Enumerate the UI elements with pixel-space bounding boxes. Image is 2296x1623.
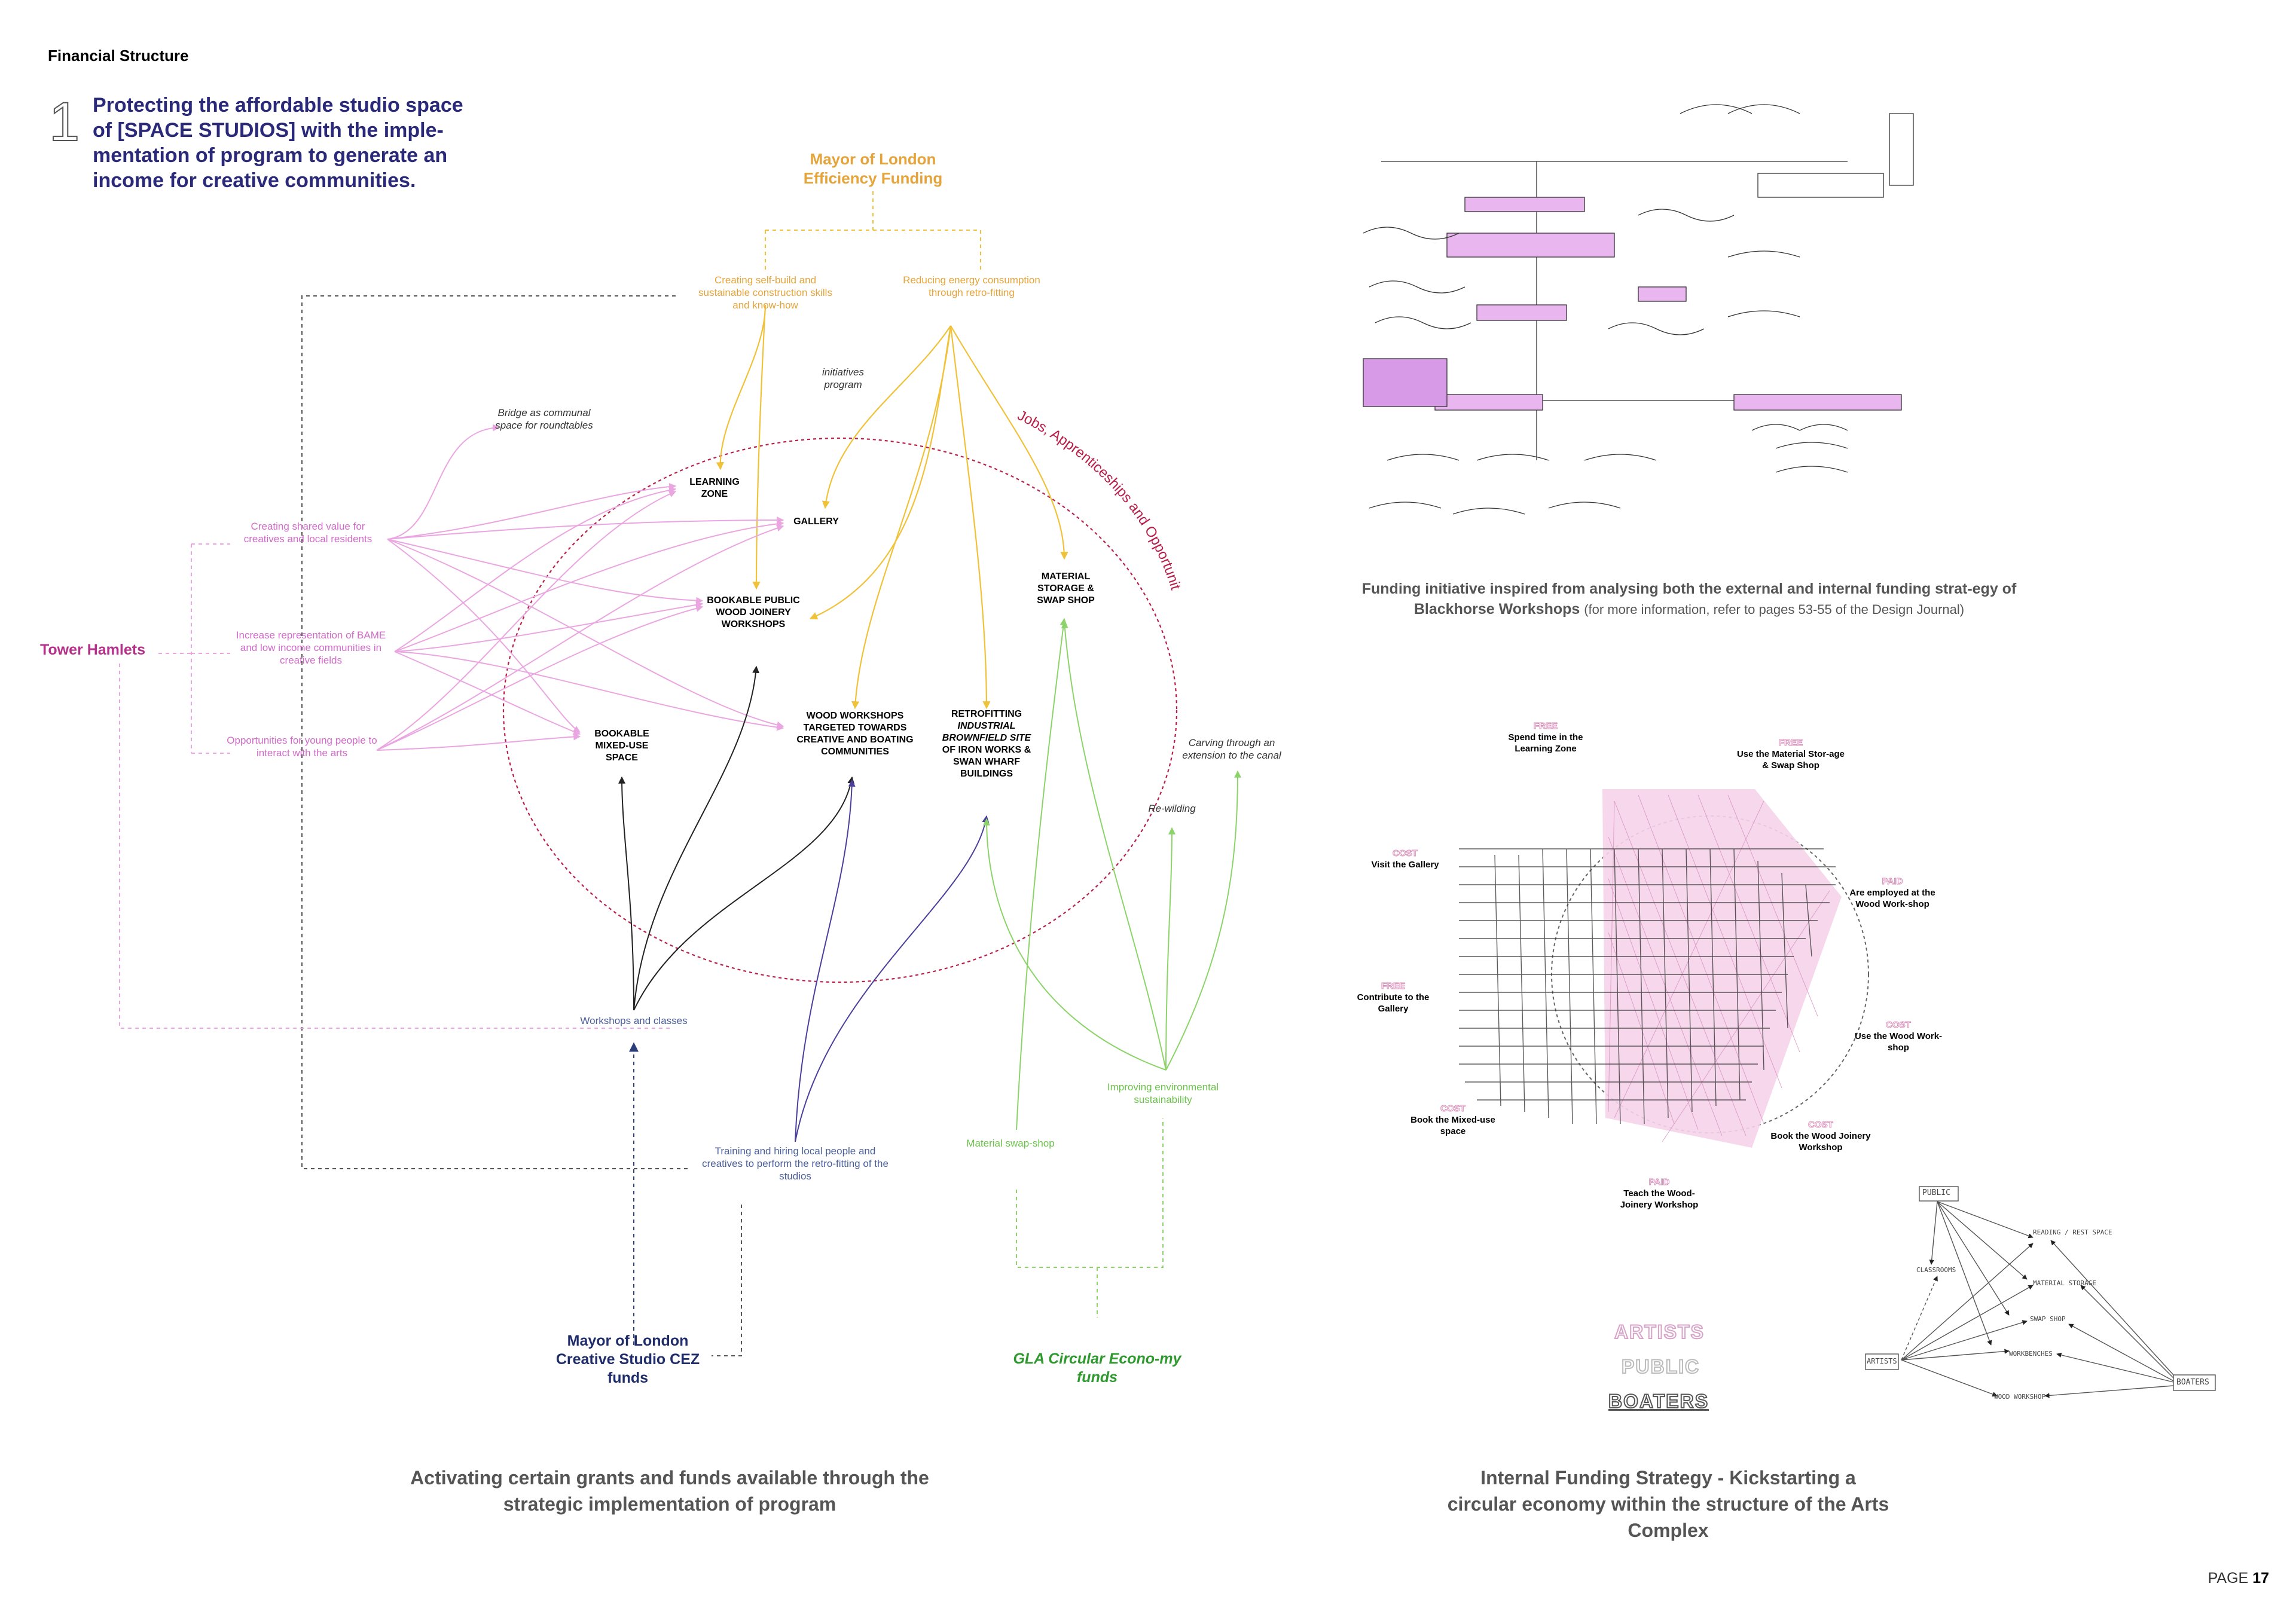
yellow-outcome-energy: Reducing energy consumption through retr… — [903, 274, 1040, 298]
pie-tag: PAID — [1648, 1177, 1670, 1188]
sketch-caption-main: Funding initiative inspired from analysi… — [1361, 580, 2017, 618]
page-number: PAGE 17 — [2208, 1570, 2269, 1587]
flow-classrooms-label: CLASSROOMS — [1916, 1266, 1956, 1274]
funding-diagram-caption: Activating certain grants and funds avai… — [410, 1467, 929, 1515]
pie-text: Are employed at the Wood Work-shop — [1849, 888, 1935, 909]
section-number: 1 — [48, 91, 80, 152]
flow-storage-label: MATERIAL STORAGE — [2033, 1279, 2096, 1287]
flow-sketch — [1865, 1186, 2216, 1398]
grey-dashed-frame — [301, 295, 742, 1356]
node-learning-zone: LEARNING ZONE — [689, 477, 740, 499]
green-note-swap: Material swap-shop — [966, 1138, 1055, 1149]
legend-boaters: BOATERS — [1608, 1390, 1709, 1413]
green-note-environment: Improving environmental sustainability — [1107, 1081, 1219, 1105]
section-title: Financial Structure — [48, 47, 189, 65]
hand-drawn-sketch — [1363, 104, 1914, 515]
node-bookable-mixed: BOOKABLE MIXED-USE SPACE — [594, 729, 649, 763]
pie-tag: COST — [1886, 1020, 1912, 1031]
pie-tag: PAID — [1882, 876, 1903, 887]
legend-public: PUBLIC — [1621, 1355, 1700, 1378]
pie-tag: FREE — [1533, 721, 1558, 732]
tower-hamlets-title: Tower Hamlets — [40, 641, 145, 658]
pink-outcome-bame: Increase representation of BAME and low … — [236, 629, 386, 666]
flow-workbenches-label: WORKBENCHES — [2009, 1350, 2053, 1358]
pie-text: Teach the Wood-Joinery Workshop — [1620, 1188, 1699, 1210]
hatch-grid-region — [1459, 848, 1836, 1124]
black-flow-lines — [618, 665, 855, 1011]
pink-dashed-lines — [119, 543, 670, 1029]
gla-funds-title: GLA Circular Econo-my funds — [1013, 1350, 1181, 1386]
flow-swap-label: SWAP SHOP — [2030, 1315, 2066, 1323]
pink-flow-lines — [376, 424, 784, 751]
pie-text: Visit the Gallery — [1371, 860, 1439, 870]
pink-outcome-shared: Creating shared value for creatives and … — [243, 521, 373, 545]
internal-caption: Internal Funding Strategy - Kickstarting… — [1447, 1467, 1889, 1541]
pie-text: Spend time in the Learning Zone — [1508, 732, 1583, 754]
page-label: PAGE — [2208, 1570, 2249, 1587]
pie-tag: COST — [1440, 1104, 1466, 1114]
bridge-note: Bridge as communal space for roundtables — [495, 407, 593, 431]
node-bookable-joinery: BOOKABLE PUBLIC WOOD JOINERY WORKSHOPS — [707, 595, 800, 629]
sketch-caption: Funding initiative inspired from analysi… — [1351, 579, 2027, 620]
lead-paragraph: Protecting the affordable studio space o… — [93, 94, 463, 192]
pie-label-mixed-use: COST Book the Mixed-use space — [1405, 1103, 1501, 1137]
pink-outcome-young: Opportunities for young people to intera… — [227, 735, 377, 759]
pie-label-material: FREE Use the Material Stor-age & Swap Sh… — [1734, 737, 1848, 771]
green-note-canal: Carving through an extension to the cana… — [1182, 737, 1281, 761]
hatch-pink-region — [1602, 789, 1842, 1148]
purple-flow-lines — [795, 779, 990, 1142]
initiatives-circle — [502, 437, 1178, 983]
pie-text: Book the Mixed-use space — [1410, 1115, 1495, 1136]
pie-label-gallery-visit: COST Visit the Gallery — [1366, 848, 1444, 870]
pie-tag: COST — [1393, 848, 1418, 859]
pie-label-book-joinery: COST Book the Wood Joinery Workshop — [1770, 1119, 1871, 1153]
flow-artists-label: ARTISTS — [1867, 1357, 1897, 1365]
node-gallery: GALLERY — [793, 516, 839, 527]
pie-tag: FREE — [1381, 981, 1405, 992]
node-retrofitting-c: OF IRON WORKS & SWAN WHARF BUILDINGS — [942, 745, 1031, 779]
pie-label-use-wood: COST Use the Wood Work-shop — [1851, 1019, 1946, 1053]
pie-text: Use the Wood Work-shop — [1854, 1031, 1943, 1053]
pie-label-teach: PAID Teach the Wood-Joinery Workshop — [1608, 1176, 1710, 1211]
workshops-classes: Workshops and classes — [580, 1015, 688, 1026]
green-dashed-bracket — [1016, 1118, 1164, 1318]
pie-label-employed: PAID Are employed at the Wood Work-shop — [1848, 876, 1937, 910]
node-retrofitting: RETROFITTING INDUSTRIAL BROWNFIELD SITE … — [933, 708, 1040, 780]
flow-boaters-label: BOATERS — [2176, 1378, 2209, 1387]
training-note: Training and hiring local people and cre… — [702, 1145, 889, 1182]
circle-label: initiatives program — [822, 366, 864, 390]
flow-public-label: PUBLIC — [1922, 1188, 1950, 1197]
pie-tag: FREE — [1778, 738, 1803, 748]
green-flow-lines — [983, 618, 1241, 1130]
flow-reading-label: READING / REST SPACE — [2033, 1228, 2112, 1236]
yellow-outcome-skills: Creating self-build and sustainable cons… — [698, 274, 832, 311]
pie-text: Contribute to the Gallery — [1357, 992, 1430, 1014]
efficiency-funding-title: Mayor of London Efficiency Funding — [803, 150, 943, 187]
cez-funds-title: Mayor of London Creative Studio CEZ fund… — [555, 1332, 700, 1386]
legend-artists: ARTISTS — [1614, 1321, 1705, 1343]
page-number-value: 17 — [2252, 1570, 2269, 1587]
sketch-caption-note: (for more information, refer to pages 53… — [1584, 602, 1965, 617]
flow-wood-label: WOOD WORKSHOP — [1994, 1393, 2046, 1401]
pie-tag: COST — [1808, 1120, 1834, 1130]
node-material-storage: MATERIAL STORAGE & SWAP SHOP — [1037, 571, 1095, 606]
node-wood-workshops: WOOD WORKSHOPS TARGETED TOWARDS CREATIVE… — [796, 711, 914, 757]
green-note-rewilding: Re-wilding — [1148, 803, 1196, 814]
pie-label-contribute: FREE Contribute to the Gallery — [1348, 980, 1438, 1014]
pie-text: Use the Material Stor-age & Swap Shop — [1736, 749, 1845, 771]
pie-text: Book the Wood Joinery Workshop — [1770, 1131, 1871, 1153]
node-retrofitting-a: RETROFITTING — [951, 709, 1022, 719]
yellow-source-bracket — [765, 191, 981, 272]
yellow-flow-lines — [716, 304, 1068, 710]
node-retrofitting-b: INDUSTRIAL BROWNFIELD SITE — [942, 721, 1031, 743]
pie-label-learning: FREE Spend time in the Learning Zone — [1495, 720, 1596, 754]
